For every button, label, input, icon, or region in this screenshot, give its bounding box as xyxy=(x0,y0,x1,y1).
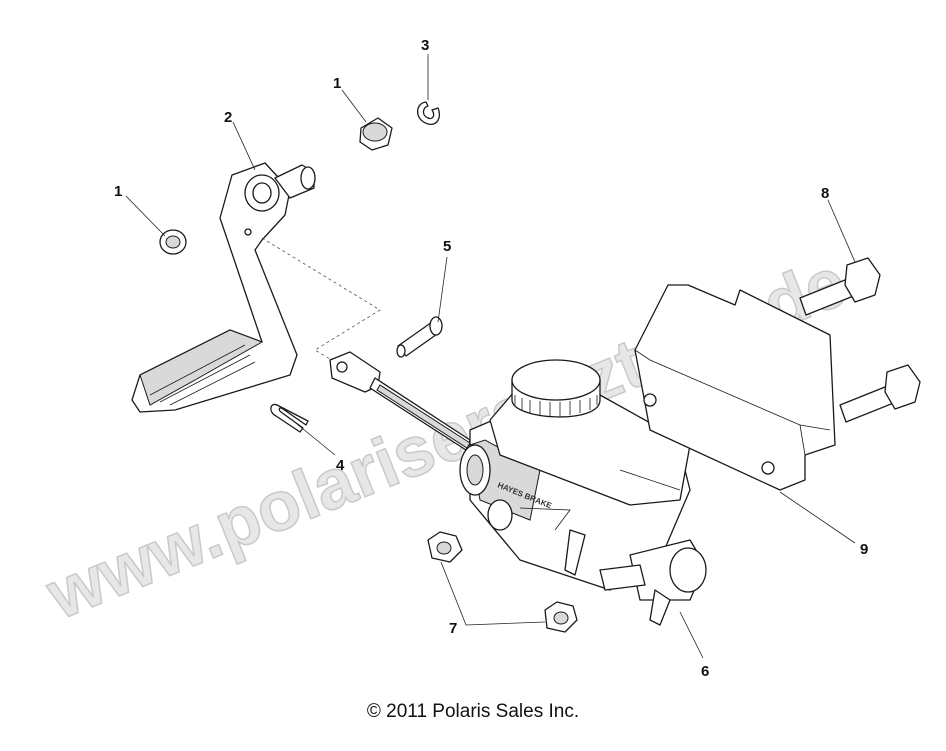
callout-9: 9 xyxy=(860,541,868,558)
clevis-pin xyxy=(396,316,443,358)
leader-line-8 xyxy=(827,199,856,263)
leader-line-7 xyxy=(440,561,546,626)
brake-pedal xyxy=(131,162,316,413)
callout-6: 6 xyxy=(701,663,709,680)
callout-8: 8 xyxy=(821,185,829,202)
callout-5: 5 xyxy=(443,238,451,255)
push-rod xyxy=(329,351,471,451)
leader-line-2 xyxy=(232,121,256,171)
mounting-bracket xyxy=(634,284,836,491)
leader-line-4 xyxy=(291,419,336,456)
nut-upper xyxy=(427,531,463,563)
copyright-text: © 2011 Polaris Sales Inc. xyxy=(366,701,580,722)
callout-3: 3 xyxy=(421,37,429,54)
leader-line-6 xyxy=(679,611,704,659)
dashed-guide-line xyxy=(261,237,381,366)
bolt-upper xyxy=(799,257,881,316)
nut-lower xyxy=(544,601,578,633)
callout-7: 7 xyxy=(449,620,457,637)
callout-2: 2 xyxy=(224,109,232,126)
callout-1-left: 1 xyxy=(114,183,122,200)
callout-4: 4 xyxy=(336,457,345,474)
master-cylinder xyxy=(459,359,707,626)
leader-line-1b xyxy=(341,89,367,123)
bolt-lower xyxy=(839,364,921,423)
bushing-left xyxy=(159,229,187,255)
bushing-top xyxy=(359,117,393,151)
cotter-pin xyxy=(270,403,309,433)
callout-1-top: 1 xyxy=(333,75,341,92)
leader-line-5 xyxy=(437,256,448,323)
leader-line-1a xyxy=(125,195,166,237)
e-clip xyxy=(416,101,441,125)
leader-line-9 xyxy=(779,491,856,544)
